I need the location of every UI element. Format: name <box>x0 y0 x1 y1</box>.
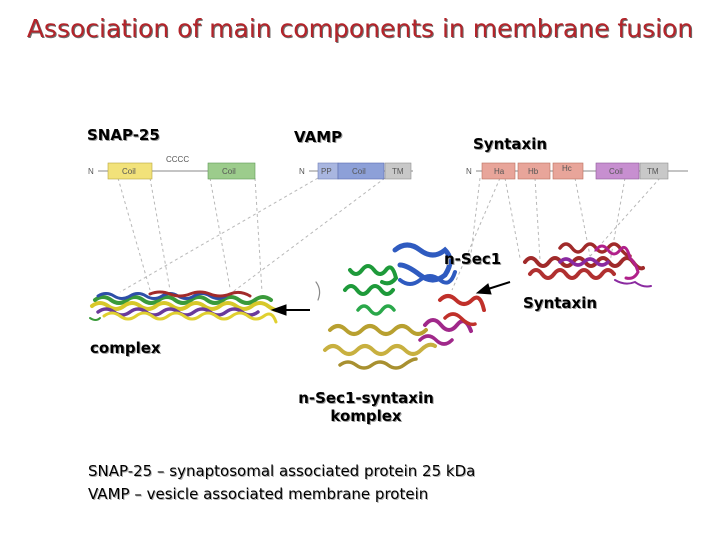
legend-snap25: SNAP-25 – synaptosomal associated protei… <box>88 462 476 480</box>
snap25-coil1-domain <box>107 162 153 180</box>
syntaxin-top-label: Syntaxin <box>473 135 548 153</box>
syntaxin-right-label: Syntaxin <box>523 294 598 312</box>
syntaxin-hb-domain <box>517 162 551 180</box>
svg-text:N: N <box>88 167 94 176</box>
syntaxin-coil-domain <box>595 162 640 180</box>
arrow-to-nsec1 <box>475 281 511 295</box>
nsec1-label: n-Sec1 <box>444 250 502 268</box>
syntaxin-ha-domain <box>481 162 516 180</box>
complex-label: complex <box>90 339 161 357</box>
dashed-connectors <box>117 177 661 295</box>
svg-text:CCCC: CCCC <box>166 155 189 164</box>
svg-text:N: N <box>299 167 305 176</box>
syntaxin-structure <box>523 242 652 288</box>
vamp-label: VAMP <box>294 128 343 146</box>
nsec1-syntaxin-structure <box>315 242 486 370</box>
slide-title: Association of main components in membra… <box>26 14 694 43</box>
vamp-domain-bar: N PP Coil TM <box>299 162 413 180</box>
svg-text:Hb: Hb <box>528 167 539 176</box>
svg-text:Coil: Coil <box>222 167 236 176</box>
nsec1-syntaxin-line1: n-Sec1-syntaxin <box>298 389 434 407</box>
svg-text:Coil: Coil <box>122 167 136 176</box>
svg-text:TM: TM <box>392 167 404 176</box>
syntaxin-domain-bar: N Ha Hb Hc Coil TM <box>466 162 688 180</box>
svg-text:PP: PP <box>321 167 332 176</box>
syntaxin-tm-domain <box>639 162 669 180</box>
svg-text:Ha: Ha <box>494 167 505 176</box>
svg-text:Hc: Hc <box>562 164 572 173</box>
snare-complex-structure <box>89 290 284 324</box>
nsec1-syntaxin-complex-label: n-Sec1-syntaxin komplex <box>280 389 452 425</box>
snap25-domain-bar: N Coil CCCC Coil <box>88 155 256 180</box>
snap25-coil2-domain <box>207 162 256 180</box>
svg-text:Coil: Coil <box>352 167 366 176</box>
svg-text:N: N <box>466 167 472 176</box>
nsec1-syntaxin-line2: komplex <box>330 407 402 425</box>
vamp-tm-domain <box>384 162 412 180</box>
svg-text:Coil: Coil <box>609 167 623 176</box>
arrow-to-complex <box>270 304 310 316</box>
snap25-label: SNAP-25 <box>87 126 160 144</box>
syntaxin-hc-domain <box>552 162 584 180</box>
svg-text:TM: TM <box>647 167 659 176</box>
legend-vamp: VAMP – vesicle associated membrane prote… <box>88 485 429 503</box>
vamp-coil-domain <box>337 162 385 180</box>
abbreviation-legend: SNAP-25 – synaptosomal associated protei… <box>88 460 475 506</box>
